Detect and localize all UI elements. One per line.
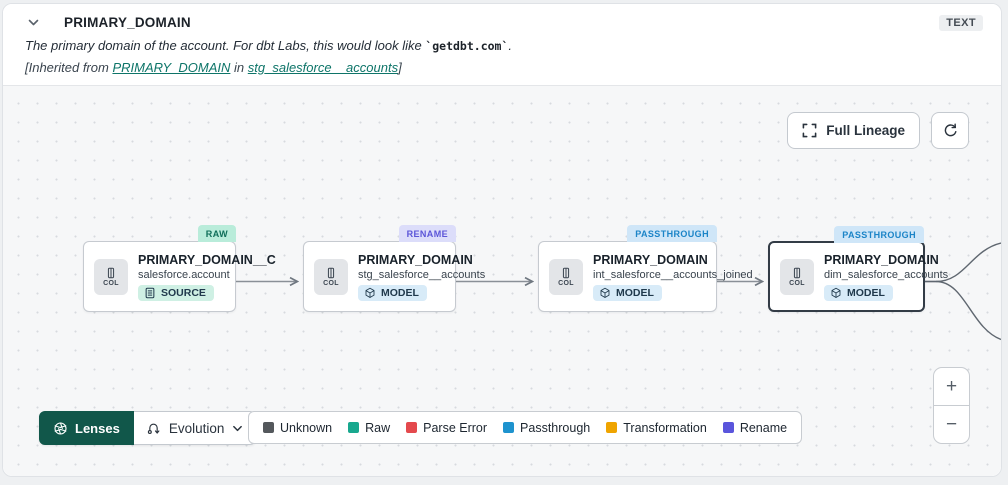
legend-swatch <box>722 422 734 433</box>
node-column-name: PRIMARY_DOMAIN <box>358 252 473 267</box>
resource-type-badge: MODEL <box>358 284 427 301</box>
column-icon <box>107 267 115 278</box>
legend-item: Rename <box>722 421 787 435</box>
lineage-node-dim-selected[interactable]: PASSTHROUGH COL PRIMARY_DOMAIN dim_sales… <box>768 226 948 312</box>
column-chip: COL <box>780 258 814 295</box>
column-name-title: PRIMARY_DOMAIN <box>64 15 191 30</box>
model-icon <box>831 287 841 298</box>
legend-item: Parse Error <box>406 421 487 435</box>
legend-swatch <box>263 422 274 433</box>
chevron-down-icon <box>233 425 243 431</box>
edge-type-tag: PASSTHROUGH <box>834 226 924 243</box>
zoom-in-button[interactable]: + <box>934 368 969 405</box>
aperture-icon <box>54 421 67 435</box>
resource-type-badge: MODEL <box>824 284 893 301</box>
node-model-name: stg_salesforce__accounts <box>358 268 486 281</box>
node-model-name: salesforce.account <box>138 268 230 281</box>
legend-item: Transformation <box>606 421 707 435</box>
column-icon <box>327 267 335 278</box>
lens-dropdown[interactable]: Evolution <box>133 411 257 445</box>
lenses-button[interactable]: Lenses <box>39 411 134 445</box>
legend-item: Passthrough <box>503 421 590 435</box>
node-column-name: PRIMARY_DOMAIN <box>593 252 708 267</box>
node-column-name: PRIMARY_DOMAIN <box>824 252 939 267</box>
source-icon <box>145 287 155 298</box>
column-header: PRIMARY_DOMAIN TEXT The primary domain o… <box>3 4 1001 85</box>
column-chip: COL <box>314 258 348 295</box>
legend-swatch <box>406 422 418 433</box>
legend-swatch <box>503 422 515 433</box>
column-chip: COL <box>94 258 128 295</box>
column-icon <box>562 267 570 278</box>
evolution-icon <box>147 423 160 434</box>
inherited-from-line: [Inherited from PRIMARY_DOMAIN in stg_sa… <box>25 60 402 75</box>
refresh-icon <box>944 123 956 137</box>
legend-swatch <box>348 422 360 433</box>
refresh-button[interactable] <box>931 112 969 149</box>
fullscreen-icon <box>802 123 817 138</box>
full-lineage-button[interactable]: Full Lineage <box>787 112 920 149</box>
divider <box>934 405 969 406</box>
edge-type-tag: RENAME <box>398 225 456 242</box>
lineage-node-intermediate[interactable]: PASSTHROUGH COL PRIMARY_DOMAIN int_sales… <box>538 225 753 312</box>
node-model-name: int_salesforce__accounts_joined <box>593 268 753 281</box>
edge-type-legend: Unknown Raw Parse Error Passthrough Tran… <box>248 411 803 444</box>
legend-swatch <box>606 422 618 433</box>
column-chip: COL <box>549 258 583 295</box>
node-model-name: dim_salesforce_accounts <box>824 268 949 281</box>
collapse-chevron-icon[interactable] <box>25 14 42 31</box>
inherited-column-link[interactable]: PRIMARY_DOMAIN <box>112 60 231 75</box>
lineage-node-source[interactable]: RAW COL PRIMARY_DOMAIN__C salesforce.acc… <box>83 225 276 312</box>
resource-type-badge: MODEL <box>593 284 662 301</box>
column-icon <box>793 267 801 278</box>
zoom-controls: + − <box>933 367 970 444</box>
data-type-badge: TEXT <box>939 14 983 31</box>
legend-item: Unknown <box>263 421 332 435</box>
lineage-canvas[interactable]: Full Lineage RAW COL PRIMARY_DOMAIN__C s… <box>3 85 1001 476</box>
node-column-name: PRIMARY_DOMAIN__C <box>138 252 276 267</box>
resource-type-badge: SOURCE <box>138 284 214 301</box>
lineage-node-staging[interactable]: RENAME COL PRIMARY_DOMAIN stg_salesforce… <box>303 225 485 312</box>
column-description: The primary domain of the account. For d… <box>25 38 513 53</box>
model-icon <box>365 287 375 298</box>
edge-type-tag: RAW <box>197 225 236 242</box>
inherited-model-link[interactable]: stg_salesforce__accounts <box>247 60 399 75</box>
lenses-control: Lenses Evolution <box>39 411 257 445</box>
model-icon <box>600 287 610 298</box>
inline-code: `getdbt.com` <box>425 39 509 53</box>
zoom-out-button[interactable]: − <box>934 406 969 443</box>
column-lineage-panel: PRIMARY_DOMAIN TEXT The primary domain o… <box>2 3 1002 477</box>
edge-type-tag: PASSTHROUGH <box>627 225 717 242</box>
legend-item: Raw <box>348 421 390 435</box>
